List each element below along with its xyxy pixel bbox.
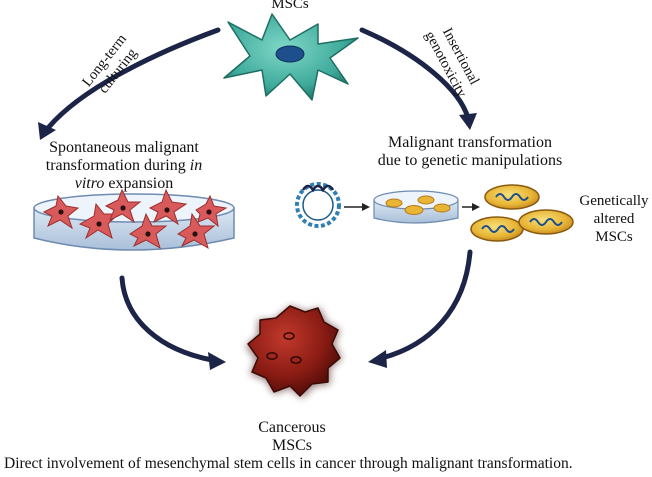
svg-text:altered: altered xyxy=(594,211,635,227)
svg-text:vitro expansion: vitro expansion xyxy=(75,175,174,192)
msc-cell-icon xyxy=(223,13,359,101)
svg-text:Cancerous: Cancerous xyxy=(258,419,326,436)
engineered-msc-cells xyxy=(470,184,574,242)
arrow-culture-to-cancer xyxy=(119,275,226,370)
arrow-msc-to-culture xyxy=(38,27,221,140)
figure-caption: Direct involvement of mesenchymal stem c… xyxy=(4,455,573,472)
svg-text:Malignant transformation: Malignant transformation xyxy=(388,134,552,151)
svg-text:MSCs: MSCs xyxy=(272,437,312,454)
culture-nuclei xyxy=(58,205,212,237)
svg-text:MSCs: MSCs xyxy=(595,229,633,245)
plasmid-icon xyxy=(295,182,341,228)
heading-spontaneous-transformation: Spontaneous malignant transformation dur… xyxy=(46,139,202,192)
transfection-dish xyxy=(373,190,459,224)
heading-genetic-manipulation: Malignant transformation due to genetic … xyxy=(378,134,562,169)
arrow-msc-to-genetic xyxy=(359,27,477,130)
label-cancerous-mscs: Cancerous MSCs xyxy=(258,419,326,454)
arrow-plasmid-to-dish xyxy=(344,203,370,211)
label-msc-top: MSCs xyxy=(271,0,309,12)
arrow-genetic-to-cancer xyxy=(368,249,473,368)
label-genetically-altered-mscs: Genetically altered MSCs xyxy=(579,193,649,245)
svg-text:transformation during in: transformation during in xyxy=(46,157,202,174)
label-insertional-genotoxicity: Insertional genotoxicity xyxy=(422,25,483,101)
culture-dish xyxy=(33,188,235,251)
svg-text:due to genetic manipulations: due to genetic manipulations xyxy=(378,152,562,169)
arrow-dish-to-engineered xyxy=(462,203,480,211)
svg-text:Spontaneous malignant: Spontaneous malignant xyxy=(49,139,199,156)
svg-text:Genetically: Genetically xyxy=(579,193,649,209)
cancer-cell-icon xyxy=(246,305,342,398)
